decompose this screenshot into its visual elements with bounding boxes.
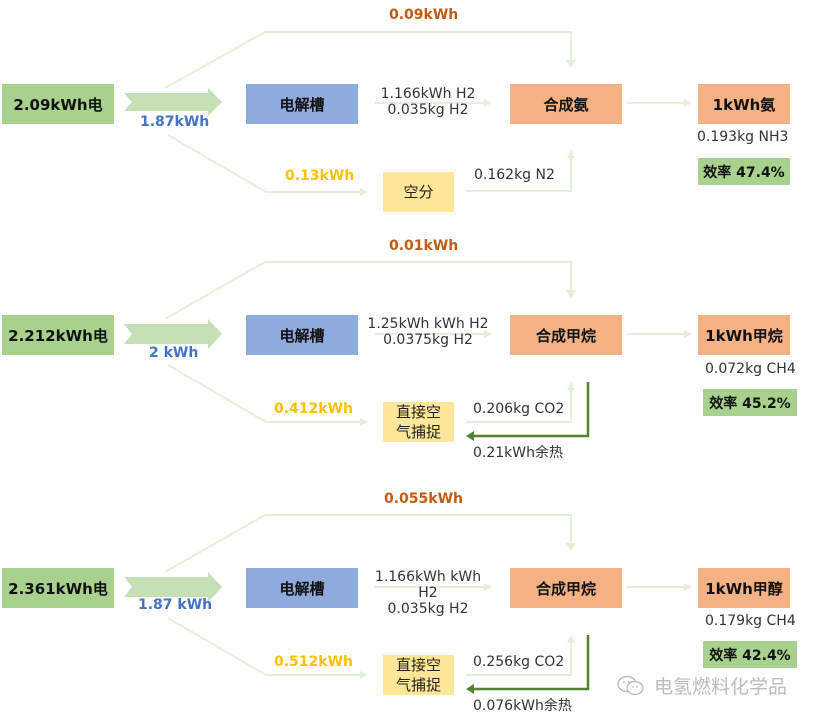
aux-output-label: 0.162kg N2 [474, 167, 555, 183]
product-arrowhead [684, 99, 692, 107]
main-energy-arrow [124, 572, 222, 602]
aux-output-line [466, 156, 572, 192]
h2-label: 1.25kWh kWh H2 0.0375kg H2 [362, 316, 494, 348]
top-energy-line [164, 261, 572, 320]
h2-energy-text: 1.166kWh kWh [374, 569, 482, 585]
wechat-icon [617, 675, 644, 695]
aux-box-text-line2: 气捕捉 [395, 676, 441, 694]
aux-output-label: 0.206kg CO2 [473, 401, 565, 417]
waste-heat-arrowhead [466, 431, 474, 441]
aux-energy-arrowhead [360, 671, 368, 679]
aux-output-line [466, 388, 572, 423]
flow-lines [124, 514, 692, 694]
top-energy-arrowhead [566, 60, 576, 68]
electrolyzer-box: 电解槽 [246, 568, 358, 608]
h2-label: 1.166kWh kWh H2 0.035kg H2 [368, 569, 488, 617]
product-arrowhead [684, 330, 692, 338]
synthesis-box: 合成氨 [510, 84, 622, 124]
aux-energy-arrowhead [360, 188, 368, 196]
flow-methane: 0.01kWh 2.212kWh电 2 kWh 电解槽 1.25kWh kWh … [0, 230, 822, 470]
electrolyzer-box: 电解槽 [246, 315, 358, 355]
efficiency-badge: 效率 42.4% [703, 641, 797, 668]
product-arrowhead [684, 583, 692, 591]
input-electricity-box: 2.09kWh电 [2, 84, 114, 124]
flow-lines [124, 31, 692, 196]
air-separation-box: 空分 [383, 172, 454, 212]
direct-air-capture-box: 直接空 气捕捉 [383, 655, 454, 695]
direct-air-capture-box: 直接空 气捕捉 [383, 402, 454, 442]
h2-mass-text: 0.035kg H2 [387, 102, 469, 118]
aux-output-line [466, 641, 572, 676]
h2-arrowhead [484, 99, 492, 107]
flow-lines [124, 261, 692, 441]
h2-mass-text: 0.035kg H2 [387, 601, 469, 617]
electrolyzer-box: 电解槽 [246, 84, 358, 124]
waste-heat-line [470, 635, 590, 691]
synthesis-box: 合成甲烷 [510, 315, 622, 355]
main-energy-label: 2 kWh [149, 345, 199, 361]
input-electricity-box: 2.361kWh电 [2, 568, 114, 608]
main-energy-label: 1.87 kWh [138, 597, 213, 613]
aux-energy-line [167, 617, 362, 676]
efficiency-badge: 效率 45.2% [703, 389, 797, 416]
main-energy-arrow [124, 88, 222, 116]
top-energy-arrowhead [566, 543, 576, 551]
aux-energy-line [167, 134, 362, 193]
product-box: 1kWh氨 [698, 84, 790, 124]
aux-energy-line [167, 364, 362, 423]
main-energy-label: 1.87kWh [140, 114, 210, 130]
top-energy-line [164, 514, 572, 573]
aux-box-text: 空分 [403, 183, 434, 201]
main-energy-arrow [124, 319, 222, 349]
h2-arrowhead [484, 330, 492, 338]
product-mass-label: 0.179kg CH4 [705, 613, 796, 629]
aux-output-arrowhead [567, 635, 575, 643]
top-energy-arrowhead [566, 290, 576, 298]
efficiency-badge: 效率 47.4% [698, 158, 790, 185]
aux-output-arrowhead [567, 150, 575, 158]
waste-heat-line [470, 382, 590, 438]
aux-energy-label: 0.13kWh [285, 168, 355, 184]
aux-energy-label: 0.412kWh [274, 401, 354, 417]
aux-box-text-line1: 直接空 [395, 656, 441, 674]
synthesis-box: 合成甲烷 [510, 568, 622, 608]
aux-energy-label: 0.512kWh [274, 654, 354, 670]
top-energy-label: 0.055kWh [384, 491, 464, 507]
watermark: 电氢燃料化学品 [616, 672, 787, 699]
top-energy-label: 0.09kWh [389, 7, 459, 23]
h2-label: 1.166kWh H2 0.035kg H2 [378, 86, 478, 118]
waste-heat-arrowhead [466, 684, 474, 694]
waste-heat-label: 0.21kWh余热 [473, 445, 563, 461]
aux-box-text-line2: 气捕捉 [395, 423, 441, 441]
product-mass-label: 0.072kg CH4 [705, 361, 796, 377]
h2-mass-text: 0.0375kg H2 [383, 332, 473, 348]
top-energy-label: 0.01kWh [389, 238, 459, 254]
h2-unit-text: H2 [418, 585, 438, 601]
watermark-text: 电氢燃料化学品 [654, 676, 788, 698]
h2-energy-text: 1.25kWh kWh H2 [367, 316, 489, 332]
aux-energy-arrowhead [360, 418, 368, 426]
flow-methanol: 0.055kWh 2.361kWh电 1.87 kWh 电解槽 1.166kWh… [0, 483, 822, 723]
input-electricity-box: 2.212kWh电 [2, 315, 114, 355]
aux-box-text-line1: 直接空 [395, 403, 441, 421]
product-mass-label: 0.193kg NH3 [697, 129, 789, 145]
h2-energy-text: 1.166kWh H2 [380, 86, 476, 102]
product-box: 1kWh甲烷 [698, 315, 790, 355]
top-energy-line [164, 31, 572, 89]
flow-ammonia: 0.09kWh 2.09kWh电 1.87kWh 电解槽 1.166kWh H2… [0, 0, 822, 240]
aux-output-arrowhead [567, 382, 575, 390]
h2-arrowhead [484, 583, 492, 591]
waste-heat-label: 0.076kWh余热 [473, 698, 572, 714]
product-box: 1kWh甲醇 [698, 568, 790, 608]
aux-output-label: 0.256kg CO2 [473, 654, 565, 670]
